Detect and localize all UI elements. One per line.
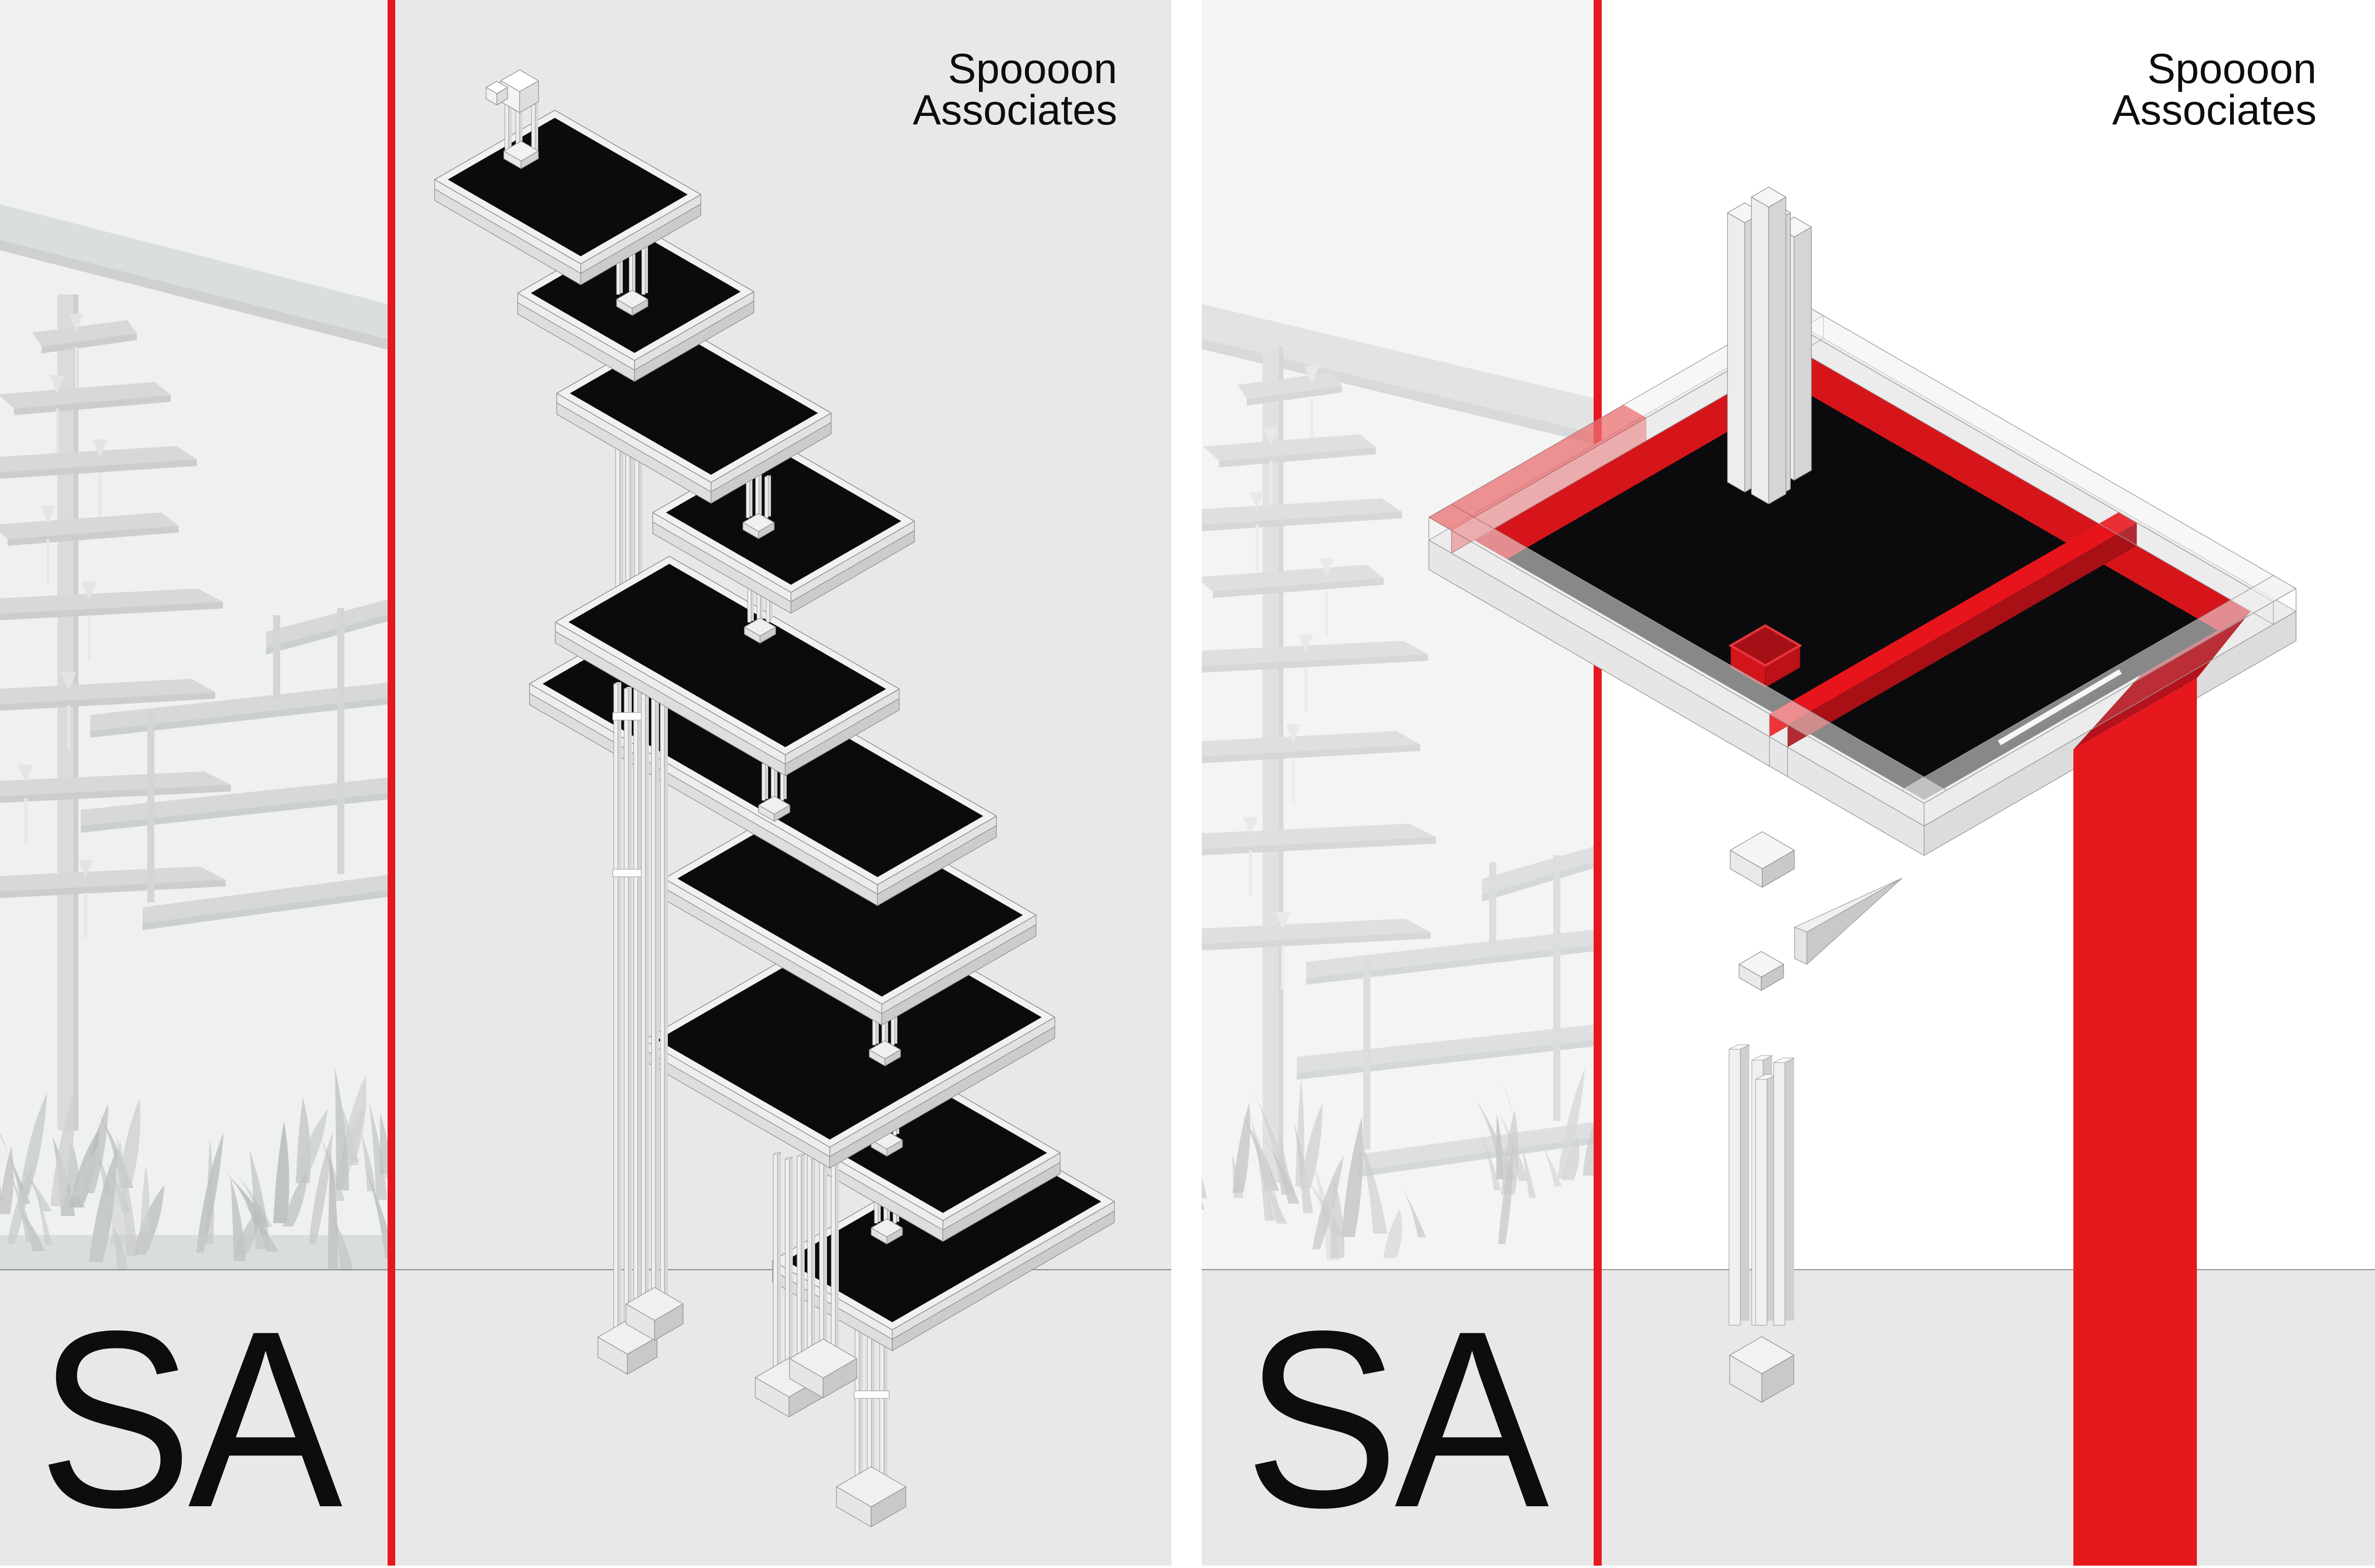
svg-text:SA: SA <box>38 1278 344 1559</box>
svg-text:Spoooon: Spoooon <box>2147 45 2317 92</box>
svg-text:Associates: Associates <box>2112 86 2317 133</box>
svg-text:SA: SA <box>1244 1278 1550 1559</box>
svg-text:Associates: Associates <box>913 86 1117 133</box>
svg-text:Spoooon: Spoooon <box>948 45 1117 92</box>
